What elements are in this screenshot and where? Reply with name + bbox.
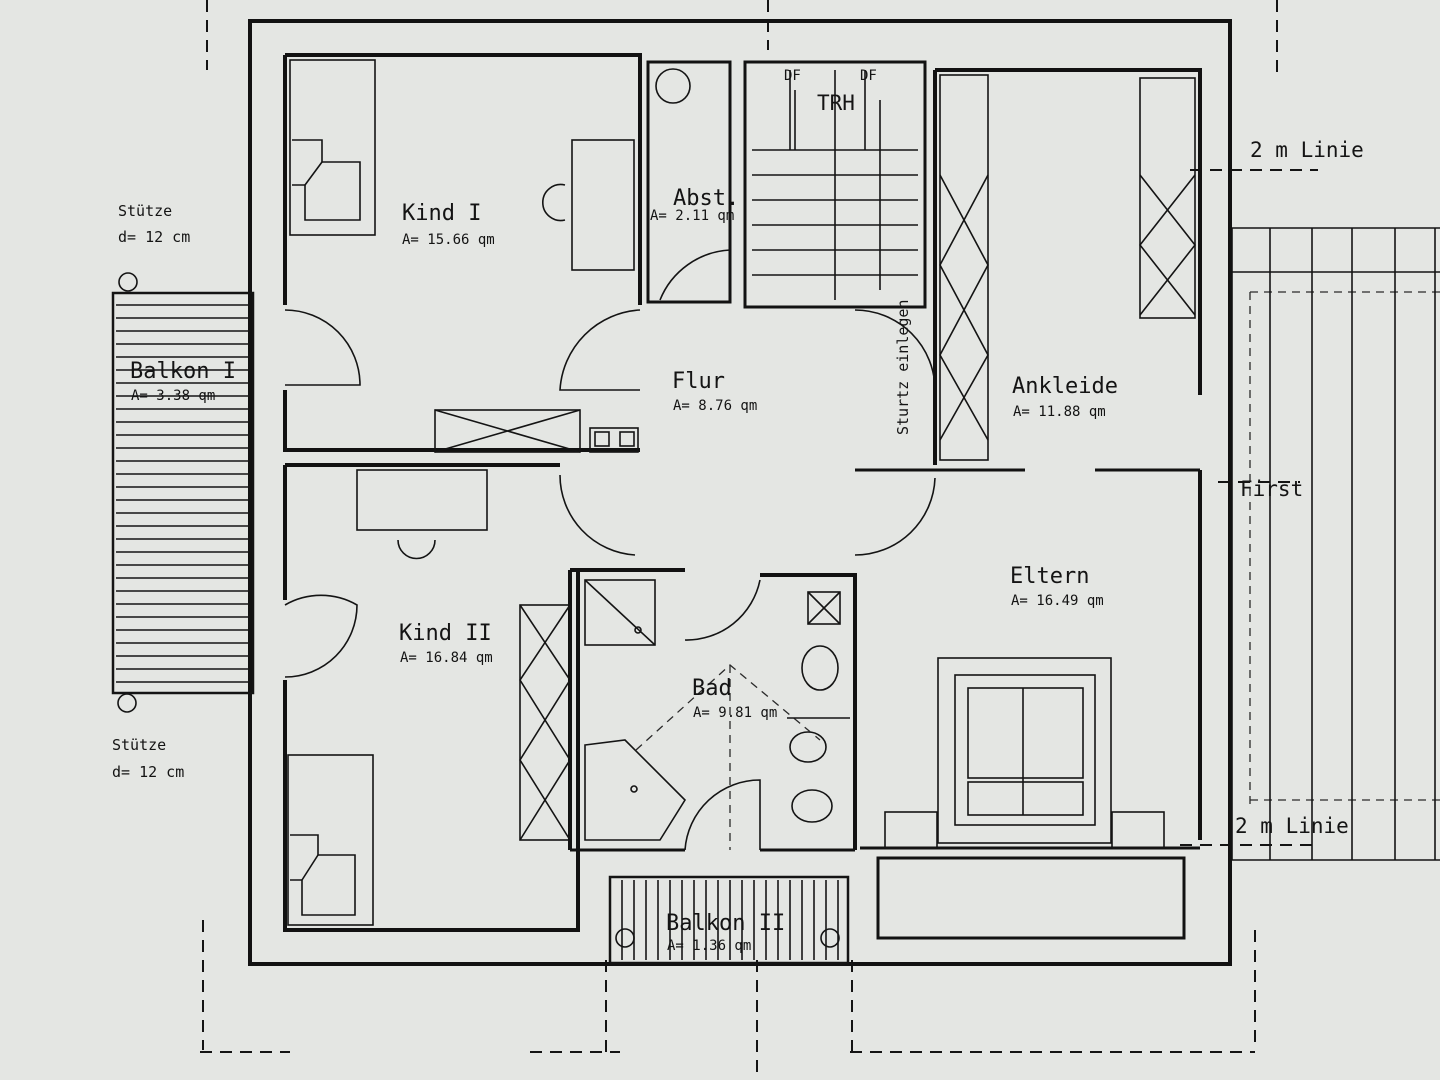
- construction-lines: [200, 0, 1440, 1080]
- df-label-right: DF: [860, 68, 877, 84]
- stuetze-top-dim: d= 12 cm: [118, 228, 190, 246]
- balkon-2: [608, 875, 850, 965]
- room-area-bad: A= 9.81 qm: [693, 705, 777, 721]
- room-name-eltern: Eltern: [1010, 564, 1089, 589]
- room-name-kind1: Kind I: [402, 201, 481, 226]
- room-area-kind2: A= 16.84 qm: [400, 650, 493, 666]
- first-label: First: [1240, 477, 1303, 501]
- room-name-ankleide: Ankleide: [1012, 374, 1118, 399]
- sturz-label: Sturtz einlegen: [894, 300, 912, 435]
- trh-label: TRH: [817, 91, 855, 115]
- room-labels: Kind I A= 15.66 qm Abst. A= 2.11 qm Flur…: [130, 186, 1118, 954]
- room-area-kind1: A= 15.66 qm: [402, 232, 495, 248]
- roof-stripes: [1231, 227, 1440, 861]
- room-name-kind2: Kind II: [399, 621, 492, 646]
- door-swings: [284, 249, 936, 851]
- room-area-abst: A= 2.11 qm: [650, 208, 734, 224]
- room-area-balkon2: A= 1.36 qm: [667, 938, 751, 954]
- room-name-balkon1: Balkon I: [130, 359, 236, 384]
- df-label-left: DF: [784, 68, 801, 84]
- room-area-eltern: A= 16.49 qm: [1011, 593, 1104, 609]
- room-name-bad: Bad: [692, 676, 732, 701]
- linie-top-label: 2 m Linie: [1250, 138, 1364, 162]
- stairs: [752, 70, 918, 300]
- linie-bottom-label: 2 m Linie: [1235, 814, 1349, 838]
- room-name-abst: Abst.: [673, 186, 739, 211]
- balkon-1: [111, 272, 255, 713]
- annotations: TRH DF DF Sturtz einlegen 2 m Linie 2 m …: [112, 68, 1364, 838]
- room-name-balkon2: Balkon II: [666, 911, 785, 936]
- room-area-ankleide: A= 11.88 qm: [1013, 404, 1106, 420]
- stuetze-bottom-label: Stütze: [112, 736, 166, 754]
- room-area-flur: A= 8.76 qm: [673, 398, 757, 414]
- walls: [248, 19, 1232, 966]
- stuetze-top-label: Stütze: [118, 202, 172, 220]
- room-name-flur: Flur: [672, 369, 725, 394]
- room-area-balkon1: A= 3.38 qm: [131, 388, 215, 404]
- stuetze-bottom-dim: d= 12 cm: [112, 763, 184, 781]
- furniture: [287, 59, 1197, 926]
